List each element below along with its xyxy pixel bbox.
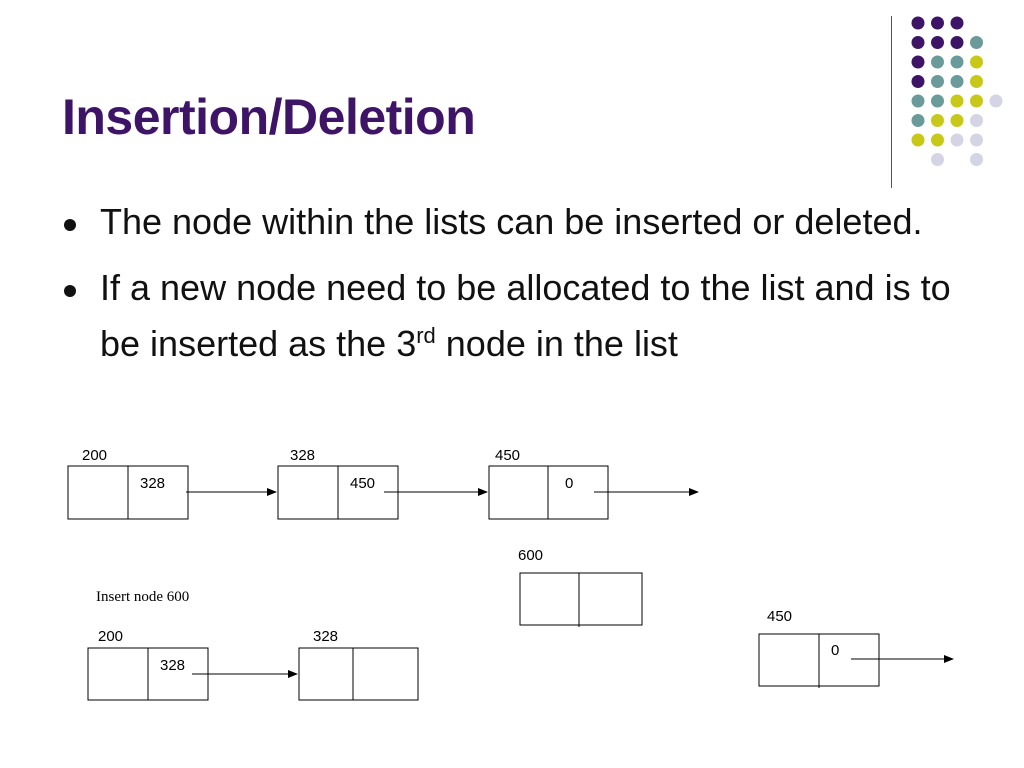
bottom-linked-list: 200 328 328 bbox=[87, 628, 419, 701]
decorative-dot bbox=[970, 94, 983, 108]
ordinal-superscript: rd bbox=[416, 323, 436, 348]
decorative-dot bbox=[950, 36, 964, 49]
list-node: 328 450 bbox=[277, 447, 488, 520]
bullet-list: The node within the lists can be inserte… bbox=[62, 198, 982, 386]
decorative-dot bbox=[950, 133, 964, 147]
decorative-dot bbox=[989, 94, 1003, 108]
decorative-dot bbox=[970, 55, 983, 69]
node-pointer-value: 450 bbox=[350, 475, 375, 492]
diagram-caption: Insert node 600 bbox=[96, 589, 189, 605]
decorative-dot bbox=[950, 94, 964, 108]
top-linked-list: 200 328 328 450 450 0 bbox=[67, 447, 699, 520]
bullet-text-part: If a new node need to be allocated to th… bbox=[100, 267, 951, 364]
list-node: 200 328 bbox=[87, 628, 298, 701]
node-pointer-value: 328 bbox=[160, 657, 185, 674]
decorative-dot bbox=[950, 75, 964, 88]
decorative-dot bbox=[931, 133, 944, 147]
decorative-dot bbox=[970, 75, 983, 88]
list-node: 450 0 bbox=[488, 447, 699, 520]
node-pointer-value: 0 bbox=[565, 475, 573, 492]
decorative-dot bbox=[911, 94, 925, 108]
decorative-dot bbox=[931, 114, 944, 127]
detached-node: 450 0 bbox=[758, 608, 954, 688]
list-node: 328 bbox=[298, 628, 419, 701]
node-address-label: 450 bbox=[767, 608, 792, 625]
decorative-dot bbox=[970, 36, 983, 49]
decorative-dot bbox=[950, 16, 964, 30]
decorative-dot bbox=[931, 75, 944, 88]
node-address-label: 200 bbox=[98, 628, 123, 645]
decorative-dot bbox=[931, 16, 944, 30]
decorative-dot bbox=[911, 133, 925, 147]
node-address-label: 450 bbox=[495, 447, 520, 464]
title-divider-line bbox=[891, 16, 892, 188]
node-address-label: 200 bbox=[82, 447, 107, 464]
list-node: 200 328 bbox=[67, 447, 277, 520]
bullet-text: The node within the lists can be inserte… bbox=[100, 201, 923, 242]
decorative-dot bbox=[931, 55, 944, 69]
decorative-dot bbox=[970, 133, 983, 147]
decorative-dot bbox=[911, 16, 925, 30]
decorative-dot bbox=[911, 75, 925, 88]
decorative-dot bbox=[950, 55, 964, 69]
decorative-dot bbox=[931, 36, 944, 49]
decorative-dot bbox=[950, 114, 964, 127]
slide-title: Insertion/Deletion bbox=[62, 89, 476, 145]
decorative-dot-grid bbox=[911, 16, 1003, 166]
bullet-dot-icon bbox=[64, 219, 76, 231]
decorative-dot bbox=[911, 55, 925, 69]
bullet-dot-icon bbox=[64, 285, 76, 297]
decorative-dot bbox=[931, 153, 944, 166]
node-address-label: 600 bbox=[518, 547, 543, 564]
bullet-item: The node within the lists can be inserte… bbox=[62, 198, 982, 246]
decorative-dot bbox=[970, 153, 983, 166]
new-node: 600 bbox=[518, 547, 643, 627]
node-pointer-value: 328 bbox=[140, 475, 165, 492]
node-address-label: 328 bbox=[313, 628, 338, 645]
bullet-item: If a new node need to be allocated to th… bbox=[62, 264, 982, 368]
node-address-label: 328 bbox=[290, 447, 315, 464]
decorative-dot bbox=[931, 94, 944, 108]
decorative-dot bbox=[911, 114, 925, 127]
node-pointer-value: 0 bbox=[831, 642, 839, 659]
decorative-dot bbox=[970, 114, 983, 127]
bullet-text-part: node in the list bbox=[435, 323, 678, 364]
decorative-dot bbox=[911, 36, 925, 49]
